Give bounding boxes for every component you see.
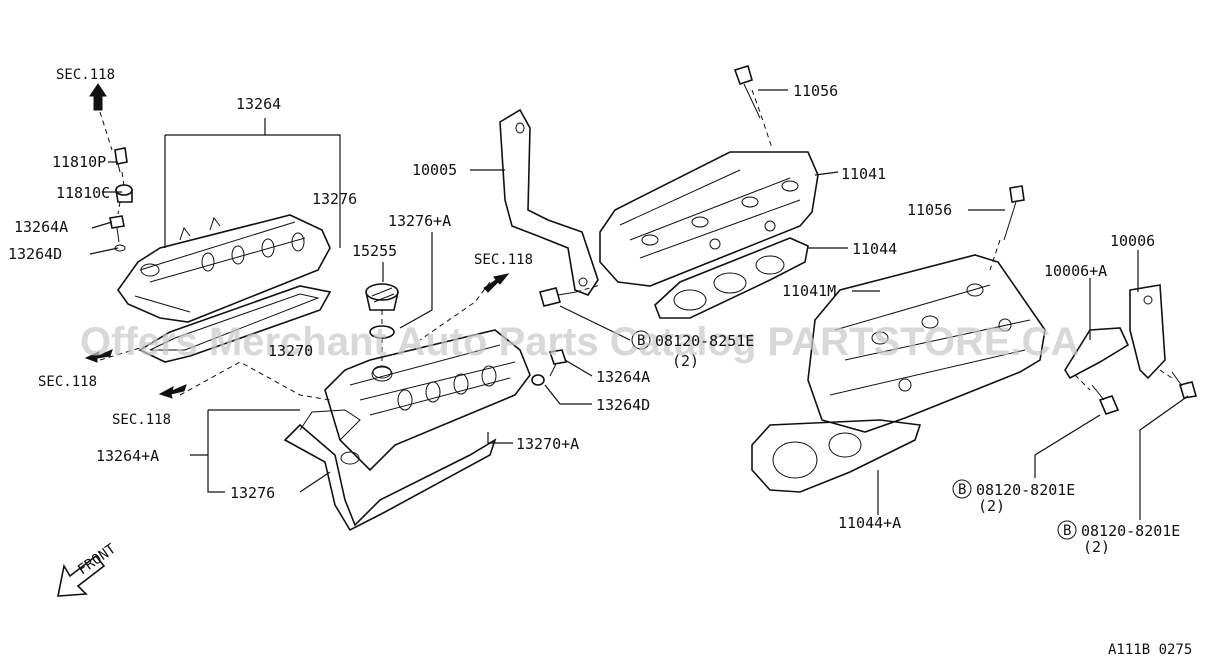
grommet-11810C: [115, 184, 133, 203]
label-13276-top: 13276: [312, 190, 357, 208]
bolt-13264A-mid: [531, 349, 568, 386]
gasket-13270A: [283, 423, 497, 532]
bolts-08120-8201E: [1091, 371, 1198, 415]
cylinder-head-11041: [599, 151, 819, 287]
label-10006A: 10006+A: [1044, 262, 1107, 280]
label-11056-right: 11056: [907, 201, 952, 219]
label-bolt-mid-qty: (2): [672, 352, 699, 370]
sec-ref-4: SEC.118: [474, 252, 533, 268]
label-11041M: 11041M: [782, 282, 836, 300]
head-gasket-11044: [654, 237, 809, 319]
label-13264D-left: 13264D: [8, 245, 62, 263]
front-label: FRONT: [75, 541, 119, 579]
label-11041: 11041: [841, 165, 886, 183]
cylinder-head-11041M: [807, 254, 1046, 433]
label-11810C: 11810C: [56, 184, 110, 202]
label-13264A-left: 13264A: [14, 218, 68, 236]
pcv-valve: [114, 147, 128, 173]
label-15255: 15255: [352, 242, 397, 260]
dashed-lines: [99, 89, 1176, 401]
bracket-10006: [1129, 284, 1166, 380]
label-11810P: 11810P: [52, 153, 106, 171]
front-arrow: [57, 554, 106, 597]
head-gasket-11044A: [751, 419, 922, 493]
rocker-cover-upper-left: [117, 214, 331, 323]
bolt-13264A-left: [109, 215, 126, 252]
label-bolt-right1-qty: (2): [978, 497, 1005, 515]
bolt-prefix-mid: B: [637, 333, 645, 349]
bolt-symbols: [631, 330, 1077, 540]
label-13264plusA: 13264+A: [96, 447, 159, 465]
sec-ref-3: SEC.118: [112, 412, 171, 428]
label-10005: 10005: [412, 161, 457, 179]
label-11044: 11044: [852, 240, 897, 258]
bolt-08120-8251E: [539, 287, 577, 307]
label-13276-bottom: 13276: [230, 484, 275, 502]
label-13270A: 13270+A: [516, 435, 579, 453]
bolt-prefix-right1: B: [958, 482, 966, 498]
sec-ref-2: SEC.118: [38, 374, 97, 390]
label-bolt-right2: 08120-8201E: [1081, 522, 1180, 540]
head-bolt-top: [733, 64, 761, 119]
label-11056-top: 11056: [793, 82, 838, 100]
bracket-10005: [499, 108, 599, 296]
diagram-id: A111B 0275: [1108, 642, 1192, 658]
label-bolt-right2-qty: (2): [1083, 538, 1110, 556]
rocker-cover-lower: [324, 329, 531, 472]
label-13264D-mid: 13264D: [596, 396, 650, 414]
label-13270: 13270: [268, 342, 313, 360]
sec-arrows: [84, 83, 510, 399]
label-11044A: 11044+A: [838, 514, 901, 532]
label-13276A: 13276+A: [388, 212, 451, 230]
leader-lines: [89, 89, 1189, 520]
label-bolt-mid: 08120-8251E: [655, 332, 754, 350]
label-10006: 10006: [1110, 232, 1155, 250]
bolt-prefix-right2: B: [1063, 523, 1071, 539]
gasket-lower-left: [299, 409, 361, 441]
label-13264A-mid: 13264A: [596, 368, 650, 386]
sec-ref-1: SEC.118: [56, 67, 115, 83]
watermark: Offers Merchant Auto Parts Catalog PARTS…: [80, 320, 1079, 364]
gasket-13270: [138, 285, 332, 363]
head-bolt-right: [1003, 185, 1025, 241]
label-bolt-right1: 08120-8201E: [976, 481, 1075, 499]
label-13264: 13264: [236, 95, 281, 113]
